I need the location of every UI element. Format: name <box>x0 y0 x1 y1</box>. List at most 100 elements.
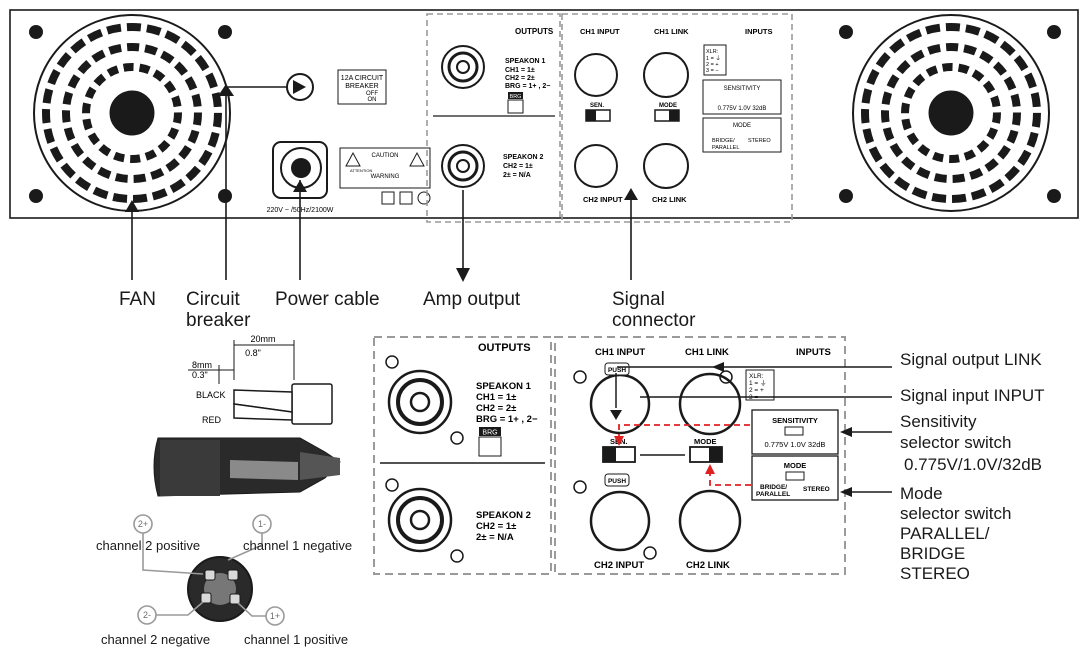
svg-text:BRIDGE/: BRIDGE/ <box>712 138 735 144</box>
speakon-connector-icon <box>441 45 485 188</box>
svg-text:2-: 2- <box>143 610 151 620</box>
svg-text:WARNING: WARNING <box>371 174 400 180</box>
xlr-male-icon <box>643 52 689 189</box>
speakon2-text: SPEAKON 2 CH2 = 1± 2± = N/A <box>503 154 544 179</box>
signal-connector-callout-line2: connector <box>612 310 696 331</box>
sensitivity-label-line3: 0.775V/1.0V/32dB <box>904 455 1043 474</box>
svg-text:CH2 LINK: CH2 LINK <box>686 560 730 571</box>
svg-text:OUTPUTS: OUTPUTS <box>478 342 531 354</box>
svg-text:SPEAKON 2: SPEAKON 2 <box>503 154 544 161</box>
channel-1-positive-label: channel 1 positive <box>244 632 349 647</box>
svg-text:0.8": 0.8" <box>245 348 261 358</box>
cable-strip-diagram: 20mm 0.8" 8mm 0.3" BLACK RED <box>188 334 333 425</box>
screw-icon <box>385 355 733 563</box>
svg-text:8mm: 8mm <box>192 360 212 370</box>
brg-badge: BRG <box>507 92 524 114</box>
red-arrow-sen <box>614 436 624 446</box>
rear-panel: 12A CIRCUIT BREAKER OFF ON 220V ~ /50Hz/… <box>9 9 1079 223</box>
fan-grille-icon <box>33 14 231 212</box>
red-arrow-mode <box>705 464 715 474</box>
speakon1-text: SPEAKON 1 CH1 = 1± CH2 = 2± BRG = 1+ , 2… <box>505 58 550 90</box>
sensitivity-box: SENSITIVITY 0.775V 1.0V 32dB <box>751 409 839 455</box>
mode-label-line1: Mode <box>900 484 943 503</box>
circuit-breaker-callout-line2: breaker <box>186 310 251 331</box>
slide-switch-icon <box>585 109 680 122</box>
svg-text:RED: RED <box>202 415 222 425</box>
svg-text:INPUTS: INPUTS <box>796 347 831 358</box>
caution-label: CAUTION WARNING ATTENTION <box>339 147 431 205</box>
svg-text:SPEAKON 1: SPEAKON 1 <box>476 381 532 392</box>
svg-text:0.775V 1.0V 32dB: 0.775V 1.0V 32dB <box>765 440 826 449</box>
power-cable-callout: Power cable <box>275 289 380 310</box>
svg-text:BRG: BRG <box>510 94 522 100</box>
outputs-heading: OUTPUTS <box>515 27 554 36</box>
svg-text:SENSITIVITY: SENSITIVITY <box>724 86 761 92</box>
svg-text:XLR:: XLR: <box>706 49 719 55</box>
svg-text:BLACK: BLACK <box>196 390 226 400</box>
svg-text:SENSITIVITY: SENSITIVITY <box>772 416 818 425</box>
svg-text:SPEAKON 2: SPEAKON 2 <box>476 510 531 521</box>
svg-text:0.3": 0.3" <box>192 370 208 380</box>
svg-text:CH2 = 2±: CH2 = 2± <box>476 403 516 414</box>
svg-text:CH2 = 2±: CH2 = 2± <box>505 75 535 82</box>
svg-text:CH1 LINK: CH1 LINK <box>685 347 729 358</box>
svg-text:STEREO: STEREO <box>803 486 830 493</box>
slide-switch-icon <box>602 446 723 463</box>
sensitivity-label-line2: selector switch <box>900 433 1012 452</box>
mode-box-small: MODE BRIDGE/ PARALLEL STEREO <box>702 117 782 153</box>
xlr-male-icon <box>678 372 742 553</box>
mode-label-line5: STEREO <box>900 564 970 583</box>
ch1-input-label: CH1 INPUT <box>580 27 620 36</box>
svg-text:BRG: BRG <box>482 430 497 437</box>
svg-text:1 = ⏚: 1 = ⏚ <box>749 379 767 387</box>
xlr-female-icon <box>574 53 618 188</box>
breaker-label: 12A CIRCUIT BREAKER OFF ON <box>337 69 387 105</box>
signal-output-link-label: Signal output LINK <box>900 350 1042 369</box>
mode-label-line2: selector switch <box>900 504 1012 523</box>
svg-text:MODE: MODE <box>659 103 677 109</box>
svg-text:CH1 = 1±: CH1 = 1± <box>476 392 516 403</box>
svg-text:2 = +: 2 = + <box>749 387 764 394</box>
svg-text:BRG = 1+ , 2−: BRG = 1+ , 2− <box>505 83 550 90</box>
svg-text:BRG = 1+ , 2−: BRG = 1+ , 2− <box>476 414 538 425</box>
signal-input-label: Signal input INPUT <box>900 386 1045 405</box>
svg-text:20mm: 20mm <box>250 334 275 344</box>
speakon-plug-icon <box>153 437 341 497</box>
ch1-link-label: CH1 LINK <box>654 27 689 36</box>
circuit-breaker-icon <box>286 73 314 101</box>
svg-text:2± = N/A: 2± = N/A <box>476 532 514 543</box>
svg-text:2 = +: 2 = + <box>706 62 719 68</box>
xlr-key-box: XLR: 1 = ⏚ 2 = + 3 = − <box>703 44 727 76</box>
svg-text:1-: 1- <box>258 519 266 529</box>
svg-text:CH2 = 1±: CH2 = 1± <box>503 163 533 170</box>
speakon-connector-icon <box>387 369 453 553</box>
channel-2-negative-label: channel 2 negative <box>101 632 211 647</box>
pinout-diagram: 2+ 1- 2- 1+ <box>133 514 285 626</box>
svg-text:PARALLEL: PARALLEL <box>712 145 739 151</box>
svg-text:SEN.: SEN. <box>590 103 604 109</box>
inputs-heading: INPUTS <box>745 27 773 36</box>
fan-callout: FAN <box>119 289 156 310</box>
svg-text:12A CIRCUIT: 12A CIRCUIT <box>341 75 384 82</box>
channel-2-positive-label: channel 2 positive <box>96 538 201 553</box>
svg-text:1 = ⏚: 1 = ⏚ <box>706 55 721 62</box>
screw-icon <box>29 25 1061 203</box>
ch2-link-label: CH2 LINK <box>652 195 687 204</box>
svg-text:CH1 INPUT: CH1 INPUT <box>595 347 645 358</box>
svg-text:0.775V 1.0V 32dB: 0.775V 1.0V 32dB <box>718 106 767 112</box>
channel-1-negative-label: channel 1 negative <box>243 538 353 553</box>
mode-box: MODE BRIDGE/ PARALLEL STEREO <box>751 455 839 501</box>
svg-text:SPEAKON 1: SPEAKON 1 <box>505 58 546 65</box>
svg-text:CH1 = 1±: CH1 = 1± <box>505 67 535 74</box>
svg-text:3 = −: 3 = − <box>706 68 719 74</box>
svg-text:XLR:: XLR: <box>749 373 764 380</box>
svg-text:MODE: MODE <box>784 461 807 470</box>
ch2-input-label: CH2 INPUT <box>583 195 623 204</box>
red-indicator-lines <box>618 424 752 486</box>
sensitivity-box-small: SENSITIVITY 0.775V 1.0V 32dB <box>702 79 782 115</box>
sensitivity-label-line1: Sensitivity <box>900 412 977 431</box>
mode-label-line4: BRIDGE <box>900 544 966 563</box>
svg-text:PARALLEL: PARALLEL <box>756 491 790 498</box>
signal-connector-callout-line1: Signal <box>612 289 665 310</box>
